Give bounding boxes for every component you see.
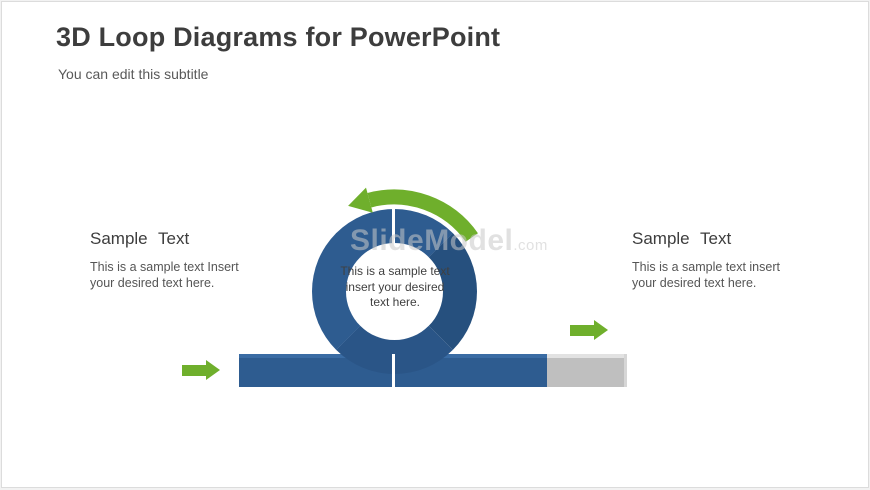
right-arrow-shaft <box>570 324 594 336</box>
loop-bar-gray <box>547 354 627 387</box>
left-arrow-icon <box>182 360 220 380</box>
right-body: This is a sample text insert your desire… <box>632 260 780 290</box>
left-heading: Sample Text <box>90 229 190 248</box>
watermark-brand: SlideModel <box>350 224 514 257</box>
watermark: SlideModel.com <box>350 224 548 258</box>
right-arrow-head <box>594 320 608 340</box>
right-heading: Sample Text <box>632 229 732 248</box>
right-text-block: Sample Text This is a sample text insert… <box>632 229 802 291</box>
slide-subtitle: You can edit this subtitle <box>58 66 209 82</box>
watermark-domain: .com <box>513 237 548 254</box>
left-text-block: Sample Text This is a sample text Insert… <box>90 229 260 291</box>
right-arrow-icon <box>570 320 608 340</box>
slide-title: 3D Loop Diagrams for PowerPoint <box>56 22 501 52</box>
ring-center-text: This is a sample text insert your desire… <box>340 264 450 310</box>
left-arrow-shaft <box>182 364 206 376</box>
bar-seam <box>392 354 395 387</box>
ring-seam <box>392 209 395 244</box>
left-body: This is a sample text Insert your desire… <box>90 260 239 290</box>
curved-arrow-icon <box>348 187 478 242</box>
left-arrow-head <box>206 360 220 380</box>
